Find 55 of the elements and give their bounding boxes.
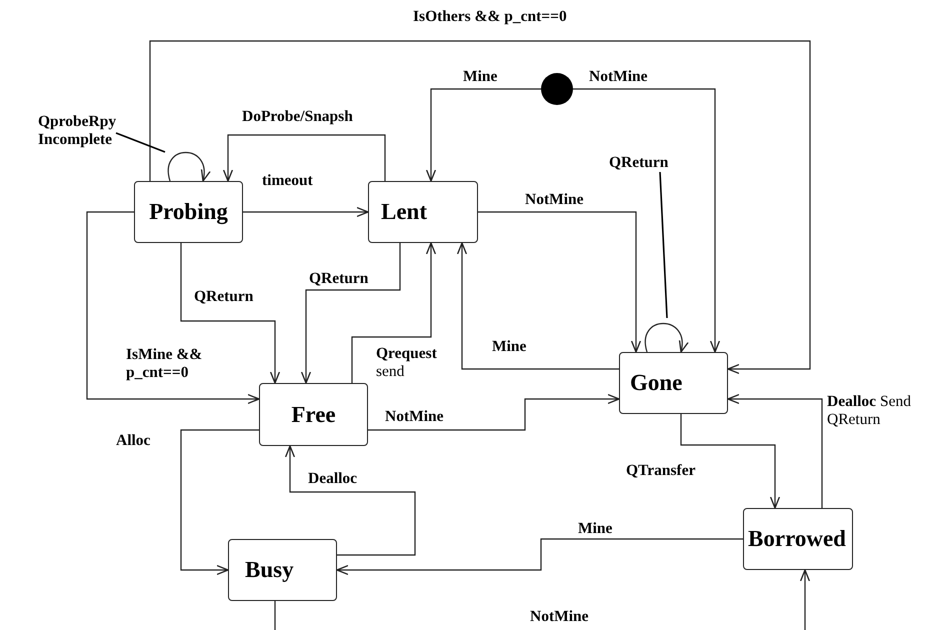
state-name: Lent [381,199,427,225]
edge-label: NotMine [589,68,649,86]
edge-label: Mine [578,520,614,538]
edge-label: IsMine && p_cnt==0 [126,346,204,382]
arrow [284,445,416,556]
transition-label: QReturn [609,154,669,172]
arrow [300,243,401,384]
arrow [222,134,386,182]
edge-label: DoProbe/Snapsh [242,108,354,126]
arrow [336,538,743,576]
edge-label: QTransfer [626,462,696,480]
edge-label: Alloc [116,432,152,450]
arrow [727,394,823,508]
state-box [228,539,337,601]
state-box [259,383,368,446]
arrow [168,152,210,182]
state-box [368,181,478,243]
edge-label: Dealloc Send QReturn [827,393,912,429]
edge-label: QReturn [194,288,254,306]
state-box [134,181,243,243]
edge-label: NotMine [525,191,585,209]
state-name: Free [291,402,336,428]
leader-line [116,132,166,153]
arrow [426,88,541,182]
state-box [619,352,728,414]
junction-dot [541,73,573,105]
arrow [180,429,259,576]
edge-label: NotMine [530,608,590,626]
state-box [743,508,853,570]
state-name: Gone [630,370,682,396]
edge-label: Mine [463,68,498,86]
state-name: Busy [245,557,294,583]
edge-label: Mine [492,338,528,356]
state-name: Probing [149,199,228,225]
arrow [274,569,810,630]
arrow [368,394,620,431]
state-name: Borrowed [748,526,846,552]
transition-label: QprobeRpy Incomplete [38,113,116,149]
edge-label: IsOthers && p_cnt==0 [413,8,568,26]
edge-label: NotMine [385,408,445,426]
arrow [149,40,811,374]
arrow [351,242,436,383]
arrow [456,242,619,370]
leader-line [659,172,668,318]
arrow [644,322,688,353]
edge-label: QReturn [309,270,370,288]
edge-label: Qrequest send [376,345,438,381]
arrow [243,206,369,218]
arrow [86,211,260,404]
edge-label: Dealloc [308,470,358,488]
arrow [478,211,642,353]
arrow [573,88,720,353]
arrow [180,243,280,384]
arrow [680,414,780,509]
edge-label: timeout [262,172,314,190]
